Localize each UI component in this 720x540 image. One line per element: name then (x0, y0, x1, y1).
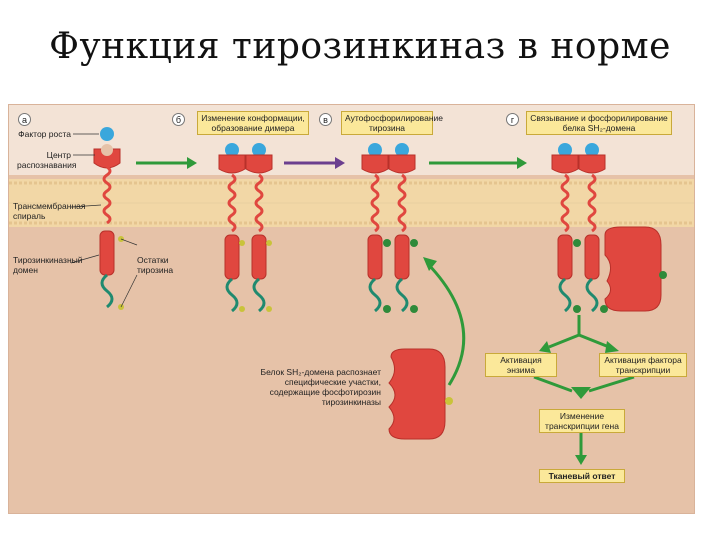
box-enzyme-activation: Активация энзима (485, 353, 557, 377)
panel-letter-b: б (172, 113, 185, 126)
label-transmembrane-helix: Трансмембранная спираль (13, 201, 86, 221)
box-tf-activation: Активация фактора транскрипции (599, 353, 687, 377)
growth-factor-ligand (100, 127, 114, 141)
membrane-lipids (9, 181, 694, 225)
slide-title: Функция тирозинкиназ в норме (49, 26, 671, 67)
diagram-figure: а б в г Фактор роста Центр распознавания… (8, 104, 695, 514)
label-tyrosine-kinase-domain: Тирозинкиназный домен (13, 255, 83, 275)
label-tyrosine-residues: Остатки тирозина (137, 255, 174, 275)
receptor-dimer-b (218, 143, 273, 313)
arrow-sh2-recognition (425, 261, 466, 386)
receptor-dimer-c (361, 143, 418, 313)
panel-letter-v: в (319, 113, 332, 126)
diagram-canvas (9, 105, 694, 465)
box-tissue-response: Тканевый ответ (539, 469, 625, 483)
label-recognition-center: Центр распознавания (17, 150, 77, 170)
box-sh2-binding: Связывание и фосфорилирование белка SH₂-… (526, 111, 672, 135)
box-transcription-change: Изменение транскрипции гена (539, 409, 625, 433)
panel-letter-a: а (18, 113, 31, 126)
panel-a-leaders (70, 133, 102, 264)
sh2-protein-free (388, 348, 453, 440)
box-autophosphorylation: Аутофосфорилирование тирозина (341, 111, 443, 135)
receptor-dimer-d (551, 143, 667, 313)
sh2-protein-bound (604, 226, 662, 312)
panel-letter-g: г (506, 113, 519, 126)
box-conformation-change: Изменение конформации, образование димер… (197, 111, 309, 135)
label-sh2-protein: Белок SH₂-домена распознает специфически… (260, 367, 381, 407)
label-growth-factor: Фактор роста (18, 129, 71, 139)
receptor-monomer (93, 127, 138, 310)
flow-arrows (533, 315, 635, 465)
